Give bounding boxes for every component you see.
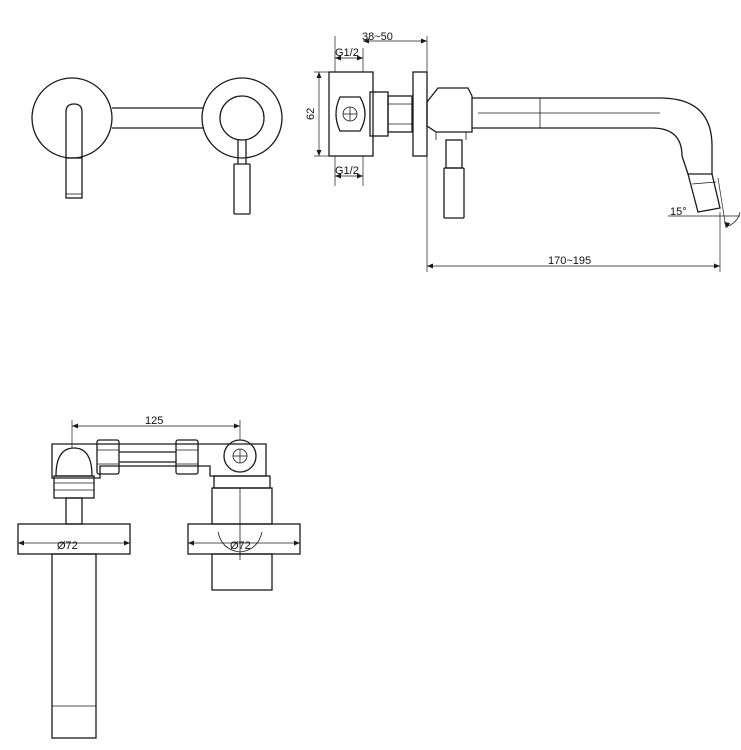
side-handle-housing (426, 87, 473, 219)
dim-centers (71, 420, 241, 448)
side-cover-plate (412, 71, 428, 157)
label-plate-right: Ø72 (230, 540, 251, 552)
side-spout (472, 97, 721, 213)
front-view (31, 77, 283, 215)
left-elbow (53, 447, 95, 525)
angle-indicator (668, 177, 741, 229)
spout-cover-plate (31, 77, 113, 159)
label-height: 62 (305, 108, 317, 120)
rough-in-frame (51, 443, 267, 479)
valve-cartridge (335, 96, 366, 132)
bottom-spout (51, 553, 97, 739)
label-thread-top: G1/2 (335, 47, 359, 59)
label-thread-bottom: G1/2 (335, 165, 359, 177)
dim-thread-top (335, 48, 364, 72)
handle-cover-plate (201, 77, 283, 159)
dim-wall-depth (334, 36, 428, 72)
valve-body-box (328, 71, 374, 157)
side-hex-nut (369, 91, 413, 137)
front-spout (65, 103, 83, 199)
handle-hub (219, 95, 265, 141)
label-centers: 125 (145, 415, 163, 427)
bottom-handle (211, 553, 273, 591)
install-view: 125 (17, 415, 301, 739)
label-wall-depth: 38~50 (362, 31, 393, 43)
front-handle-lever (233, 140, 251, 215)
label-plate-left: Ø72 (57, 540, 78, 552)
dim-height (314, 71, 329, 157)
side-view: 15° 38~50 G1/2 G1/2 (305, 31, 741, 272)
label-spout-angle: 15° (670, 206, 687, 218)
union-fittings (96, 439, 199, 475)
dim-spout-reach (426, 156, 721, 272)
label-spout-reach: 170~195 (548, 255, 591, 267)
front-connecting-pipe (112, 107, 204, 129)
dim-thread-bottom (334, 156, 364, 186)
